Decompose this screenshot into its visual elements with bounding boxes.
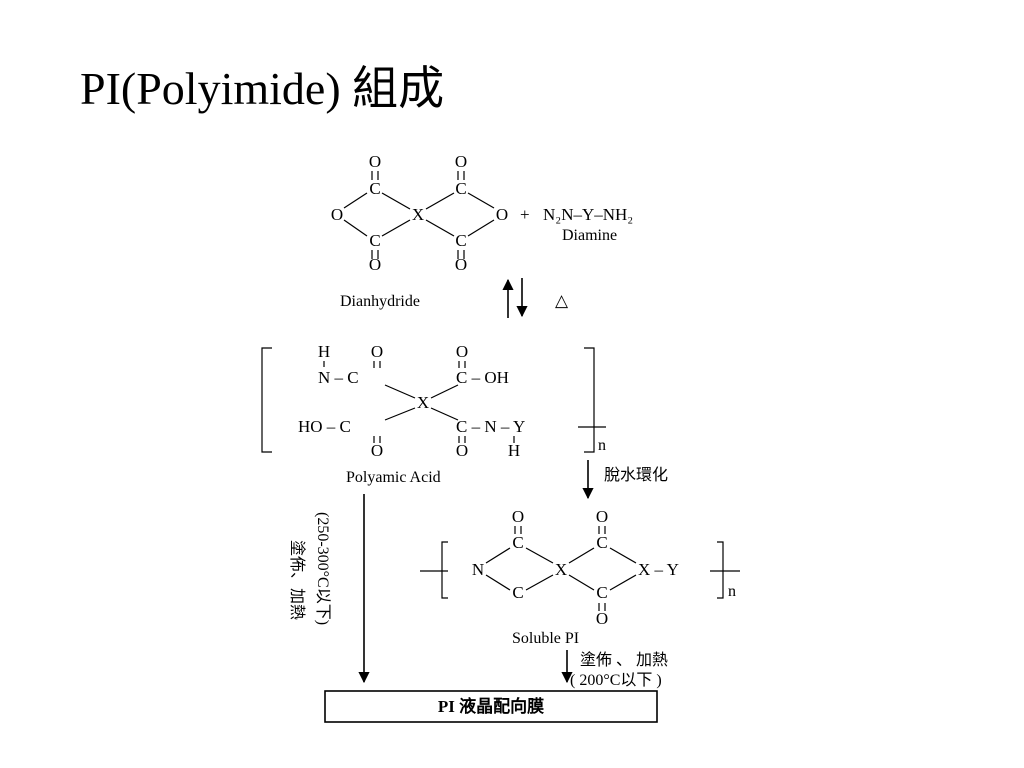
atom-c-lower-right: C <box>455 231 466 250</box>
atom-o-ring-left: O <box>331 205 343 224</box>
product-box <box>324 690 658 723</box>
atom-o-upper-left: O <box>371 342 383 361</box>
bracket-right <box>584 347 595 453</box>
atom-n-imide: N <box>472 560 484 579</box>
atom-o-lower-right: O <box>456 441 468 460</box>
atom-x: X <box>412 205 424 224</box>
amide-group: C – N – Y <box>456 417 525 436</box>
atom-o-lower-left: O <box>371 441 383 460</box>
atom-x-center: X <box>417 393 429 412</box>
atom-o-ring-right: O <box>496 205 508 224</box>
plus-sign: + <box>520 205 530 224</box>
atom-c-upper-left: C <box>369 179 380 198</box>
polyamic-acid-label: Polyamic Acid <box>346 469 441 486</box>
direct-route-condition: 塗佈、加熱 <box>288 540 307 620</box>
atom-o-pi-left: O <box>512 507 524 526</box>
ho-c-group: HO – C <box>298 417 351 436</box>
product-label: PI 液晶配向膜 <box>438 696 544 716</box>
atom-o-upper-right: O <box>456 342 468 361</box>
bracket-right-pi <box>717 541 724 599</box>
heat-symbol: △ <box>555 291 569 310</box>
bracket-left-pi <box>441 541 448 599</box>
soluble-pi-structure: O O C C N X X – Y C C O n <box>420 507 740 628</box>
atom-o-pi-bottom: O <box>596 609 608 628</box>
atom-o-top-left: O <box>369 152 381 171</box>
diamine-formula: N₂N–Y–NH₂ <box>543 205 633 224</box>
atom-c-pi-upper-right: C <box>596 533 607 552</box>
x-y-group: X – Y <box>638 560 679 579</box>
atom-o-bottom-left: O <box>369 255 381 274</box>
slide-title: PI(Polyimide) 組成 <box>80 63 445 114</box>
atom-o-top-right: O <box>455 152 467 171</box>
atom-h-top: H <box>318 342 330 361</box>
soluble-route-condition: 塗佈 、 加熱 <box>580 650 668 669</box>
dehydration-label: 脫水環化 <box>604 466 668 484</box>
atom-x-pi: X <box>555 560 567 579</box>
dianhydride-label: Dianhydride <box>340 293 420 310</box>
subscript-n-pi: n <box>728 583 736 600</box>
soluble-route-temperature: ( 200°C以下 ) <box>570 672 662 689</box>
dianhydride-structure: O O C C O X O C C O O <box>331 152 508 274</box>
n-c-group: N – C <box>318 368 359 387</box>
atom-c-pi-lower-right: C <box>596 583 607 602</box>
subscript-n-polyamic: n <box>598 437 606 454</box>
direct-route-temperature: (250-300°C以下) <box>314 512 331 625</box>
bracket-left <box>261 347 272 453</box>
cooh-group: C – OH <box>456 368 509 387</box>
atom-h-bottom: H <box>508 441 520 460</box>
atom-c-upper-right: C <box>455 179 466 198</box>
polyamic-acid-structure: H O O N – C C – OH X HO – C C – N – Y O … <box>261 342 606 460</box>
atom-c-lower-left: C <box>369 231 380 250</box>
atom-o-pi-right: O <box>596 507 608 526</box>
atom-c-pi-lower-left: C <box>512 583 523 602</box>
soluble-pi-label: Soluble PI <box>512 630 579 647</box>
diamine-label: Diamine <box>562 227 617 244</box>
atom-c-pi-upper-left: C <box>512 533 523 552</box>
atom-o-bottom-right: O <box>455 255 467 274</box>
